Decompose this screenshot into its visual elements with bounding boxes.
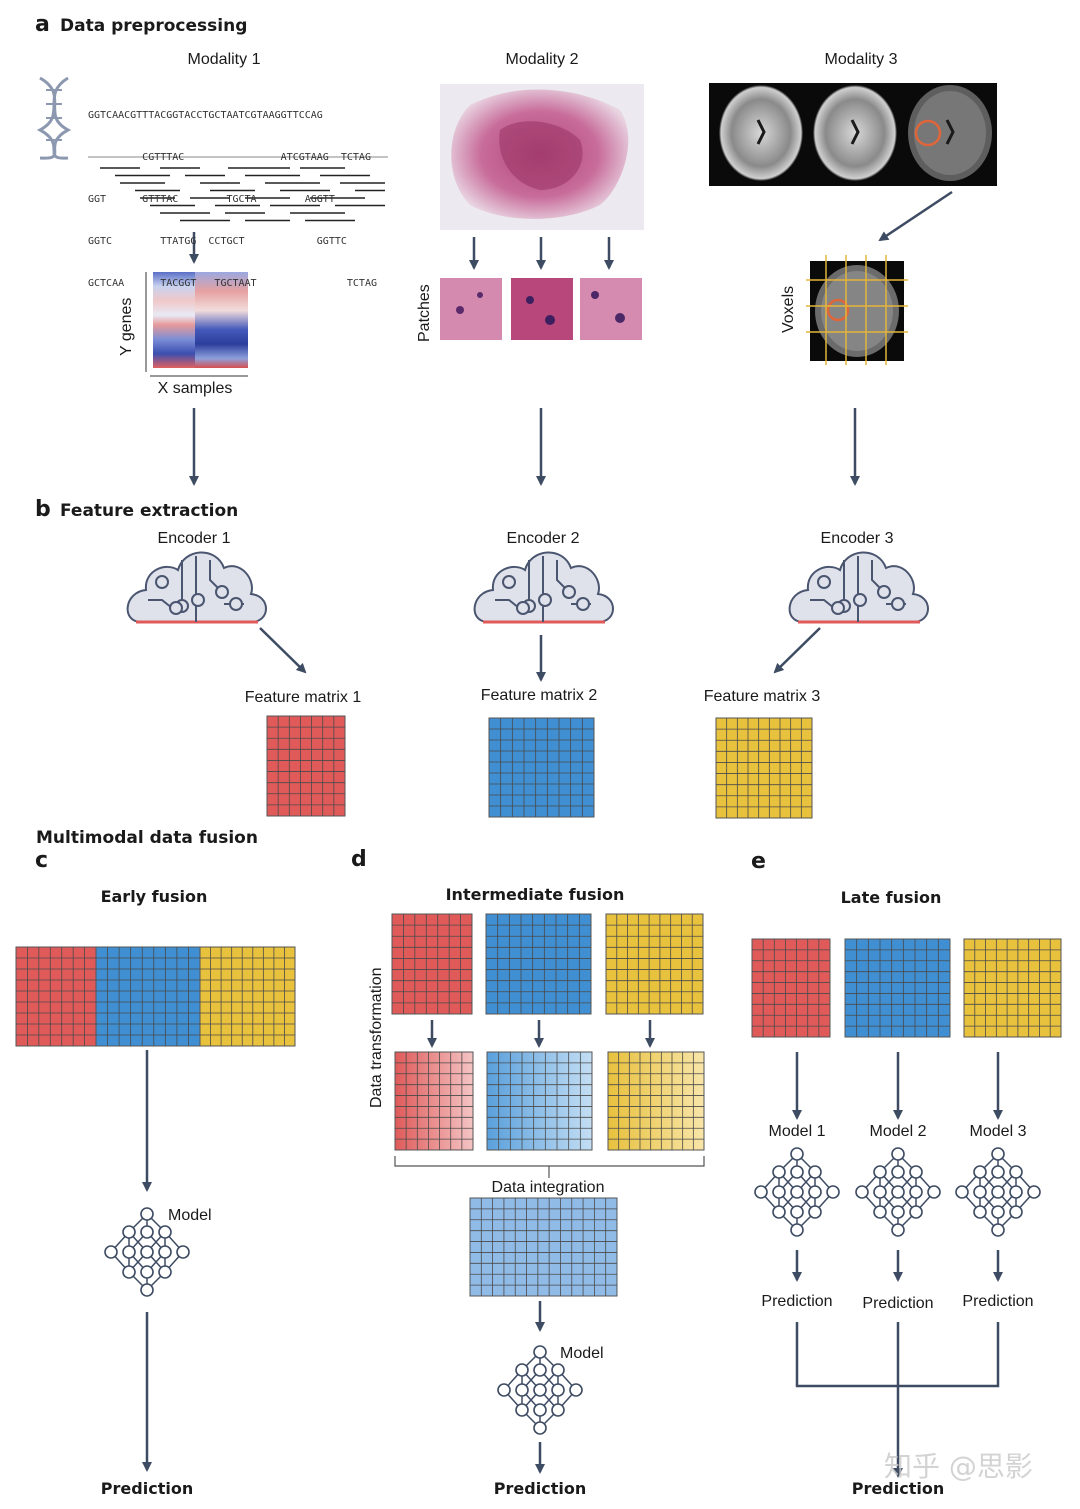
encoder-cloud-icon [126, 551, 267, 624]
encoder-cloud-icon [473, 551, 614, 624]
data-transformation-label: Data transformation [368, 967, 385, 1108]
section-b-title: Feature extraction [60, 501, 239, 521]
model-network-icons [104, 1147, 1041, 1435]
feature-matrix-3-grid [715, 717, 813, 819]
early-yellow-block [199, 946, 296, 1047]
late-prediction-1-label: Prediction [761, 1293, 833, 1310]
transformed-red-grid [394, 1051, 474, 1151]
feature-matrix-1-grid [266, 715, 346, 817]
heatmap-y-label: Y genes [118, 297, 135, 356]
dna-line: GCTCAA TACGGT TGCTAAT TCTAG [88, 278, 377, 289]
section-d-letter: d [351, 847, 367, 872]
neural-network-icon [955, 1147, 1041, 1237]
early-fusion-title: Early fusion [100, 887, 208, 906]
gene-expression-heatmap [145, 272, 248, 377]
feature-matrix-3-label: Feature matrix 3 [703, 688, 821, 705]
encoder-2-label: Encoder 2 [506, 530, 580, 547]
encoder-clouds [126, 551, 929, 624]
late-prediction-3-label: Prediction [962, 1293, 1034, 1310]
section-a-letter: a [35, 12, 50, 37]
fusion-header: Multimodal data fusion [36, 828, 258, 848]
encoder-1-label: Encoder 1 [157, 530, 231, 547]
late-prediction-2-label: Prediction [862, 1295, 934, 1312]
intermediate-red-grid [391, 913, 473, 1015]
early-prediction-label: Prediction [100, 1479, 194, 1498]
late-yellow-grid [963, 938, 1062, 1038]
histology-slide-image [440, 84, 644, 230]
feature-matrix-1-label: Feature matrix 1 [244, 689, 362, 706]
neural-network-icon [855, 1147, 941, 1237]
section-e-letter: e [751, 849, 766, 874]
early-red-block [15, 946, 97, 1047]
transformed-yellow-grid [607, 1051, 705, 1151]
data-integration-label: Data integration [491, 1179, 605, 1196]
intermediate-fusion-title: Intermediate fusion [445, 885, 625, 904]
early-model-label: Model [168, 1207, 212, 1224]
dna-line: GGTC TTATGG CCTGCT GGTTC [88, 236, 347, 247]
transformed-blue-grid [486, 1051, 593, 1151]
sequencing-reads [100, 167, 385, 222]
patches-label: Patches [416, 284, 433, 342]
section-b-letter: b [35, 497, 51, 522]
integration-bracket [394, 1156, 705, 1178]
late-red-grid [751, 938, 831, 1038]
intermediate-blue-grid [485, 913, 592, 1015]
modality-3-label: Modality 3 [824, 51, 898, 68]
late-model-3-label: Model 3 [969, 1123, 1027, 1140]
dna-line: GGT GTTTAC TGCTA AGGTT [88, 194, 335, 205]
late-blue-grid [844, 938, 951, 1038]
arrows-encoders [259, 627, 821, 682]
intermediate-yellow-grid [605, 913, 704, 1015]
section-c-letter: c [35, 848, 49, 873]
feature-matrix-2-label: Feature matrix 2 [480, 687, 598, 704]
voxels-label: Voxels [780, 285, 797, 333]
dna-helix-icon [36, 76, 72, 160]
late-model-2-label: Model 2 [869, 1123, 927, 1140]
dna-sequence-block: GGTCAACGTTTACGGTACCTGCTAATCGTAAGGTTCCAG … [88, 81, 377, 305]
arrows-preprocessing [189, 190, 953, 486]
watermark: 知乎 @思影 [884, 1450, 1033, 1483]
arrows-fusion [142, 1020, 1003, 1478]
dna-line: GGTCAACGTTTACGGTACCTGCTAATCGTAAGGTTCCAG [88, 110, 323, 121]
neural-network-icon [754, 1147, 840, 1237]
dna-line: CGTTTAC ATCGTAAG TCTAG [88, 152, 371, 163]
histology-patches [440, 278, 642, 340]
mri-voxel-image [806, 255, 908, 365]
feature-grids [15, 715, 1062, 1297]
mri-scans-image [709, 83, 997, 186]
modality-2-label: Modality 2 [505, 51, 579, 68]
feature-matrix-2-grid [488, 717, 595, 818]
late-model-1-label: Model 1 [768, 1123, 826, 1140]
neural-network-icon [104, 1207, 190, 1297]
intermediate-prediction-label: Prediction [493, 1479, 587, 1498]
heatmap-x-label: X samples [157, 380, 233, 397]
late-final-prediction-label: Prediction [851, 1479, 945, 1498]
encoder-3-label: Encoder 3 [820, 530, 894, 547]
section-a-title: Data preprocessing [60, 16, 248, 36]
neural-network-icon [497, 1345, 583, 1435]
encoder-cloud-icon [788, 551, 929, 624]
modality-1-label: Modality 1 [187, 51, 261, 68]
integrated-grid [469, 1197, 618, 1297]
early-blue-block [95, 946, 201, 1047]
late-fusion-title: Late fusion [840, 888, 942, 907]
intermediate-model-label: Model [560, 1345, 604, 1362]
